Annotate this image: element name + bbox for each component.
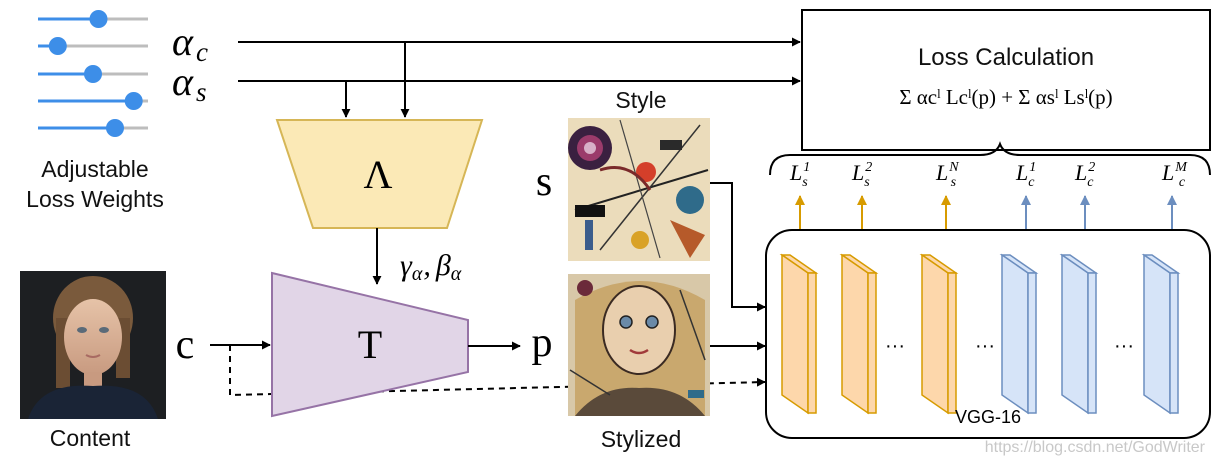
content-to-vgg-dashed-arrow <box>229 345 766 397</box>
loss-calculation-box <box>801 9 1211 151</box>
content-feature-layer <box>1059 253 1099 415</box>
weight-slider[interactable] <box>38 65 148 83</box>
loss-formula: Σ αcˡ Lcˡ(p) + Σ αsˡ Lsˡ(p) <box>899 85 1112 109</box>
loss-terms-brace <box>769 141 1211 176</box>
style-image <box>568 118 710 261</box>
ellipsis-style-layers: ··· <box>885 335 905 357</box>
lambda-label: Λ <box>363 152 392 197</box>
style-feature-layer <box>839 253 879 415</box>
vgg-network-box <box>765 229 1211 439</box>
content-feature-layer <box>1141 253 1181 415</box>
style-symbol: s <box>536 159 552 205</box>
slider-knob[interactable] <box>48 37 67 55</box>
slider-knob[interactable] <box>124 92 143 110</box>
content-caption: Content <box>50 425 131 451</box>
vgg-label: VGG-16 <box>955 407 1021 427</box>
style-feature-layer <box>779 253 819 415</box>
film-params-label: γα,βα <box>400 249 462 285</box>
ellipsis-content-layers: ··· <box>1114 335 1134 357</box>
vgg-feature-layers <box>779 253 1181 415</box>
ellipsis-middle-layers: ··· <box>975 335 995 357</box>
weights-caption-line1: Adjustable <box>41 156 148 182</box>
slider-knob[interactable] <box>106 119 124 137</box>
weights-caption-line2: Loss Weights <box>26 186 164 212</box>
slider-knob[interactable] <box>89 10 108 28</box>
slider-knob[interactable] <box>84 65 102 83</box>
stylized-caption: Stylized <box>601 426 682 452</box>
transform-label: T <box>358 322 382 367</box>
style-to-vgg-arrow <box>710 182 766 312</box>
output-symbol: p <box>532 320 553 366</box>
content-symbol: c <box>176 322 195 368</box>
loss-calculation-title: Loss Calculation <box>918 44 1094 71</box>
weight-slider[interactable] <box>38 119 148 137</box>
lambda-network <box>275 119 484 229</box>
style-caption: Style <box>615 87 666 113</box>
style-feature-layer <box>919 253 959 415</box>
weight-slider[interactable] <box>38 37 148 55</box>
transform-network <box>271 271 469 418</box>
weight-slider[interactable] <box>38 92 148 110</box>
content-image <box>20 271 166 419</box>
weight-slider[interactable] <box>38 10 148 28</box>
stylized-image <box>568 274 710 416</box>
loss-weight-sliders[interactable] <box>38 10 148 137</box>
content-feature-layer <box>999 253 1039 415</box>
watermark: https://blog.csdn.net/GodWriter <box>985 439 1206 456</box>
